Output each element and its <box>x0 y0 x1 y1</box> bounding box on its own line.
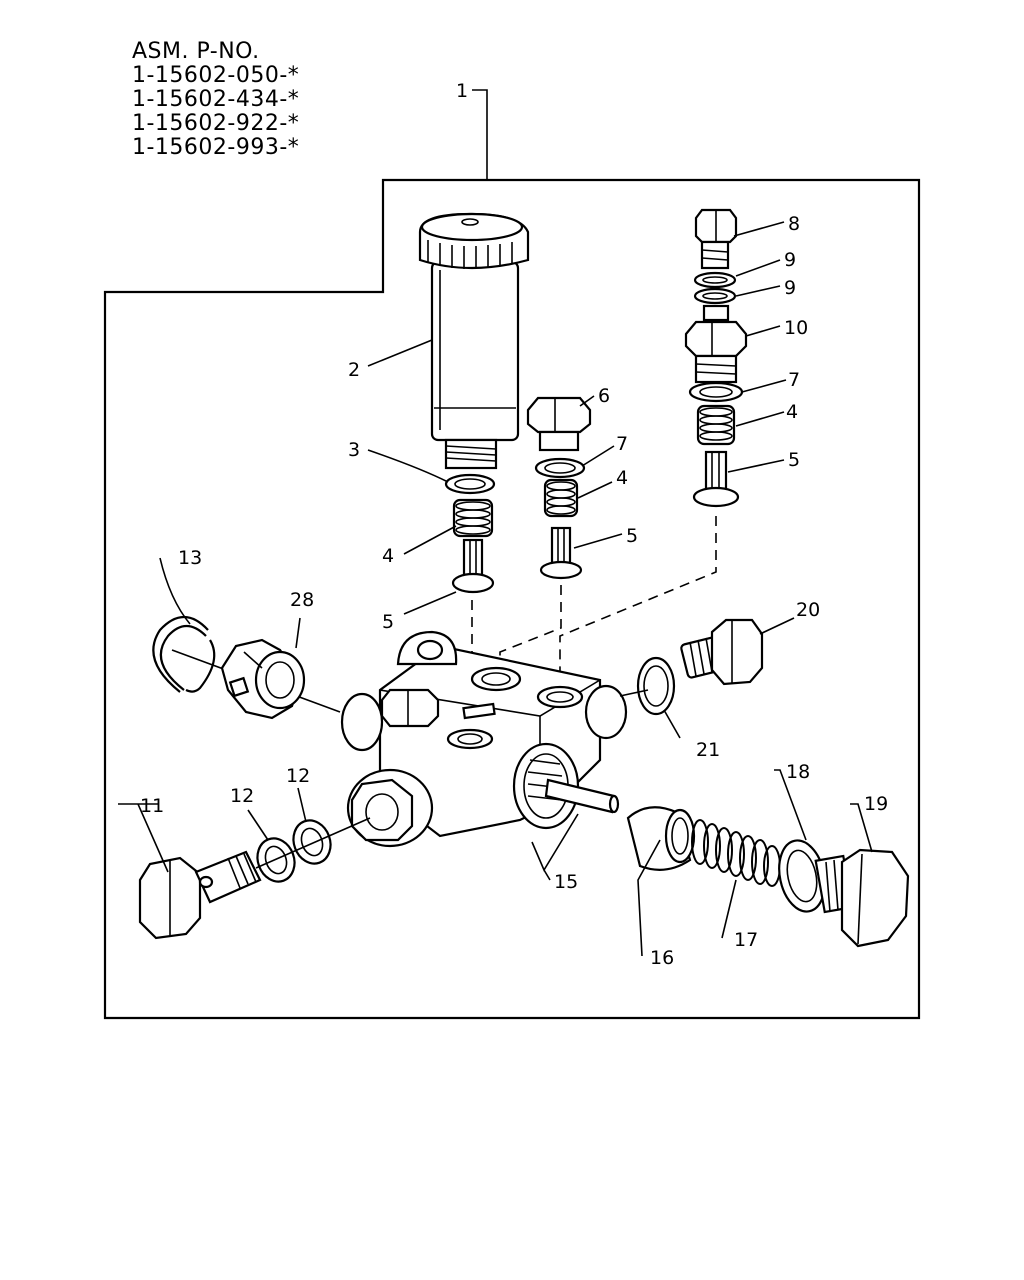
leader-2 <box>367 339 433 367</box>
axis-21 <box>619 689 649 697</box>
leader-16 <box>637 839 661 957</box>
callout-1: 1 <box>456 80 468 102</box>
axis-11 <box>255 817 371 869</box>
leader-11 <box>118 803 169 873</box>
leader-5a <box>403 591 457 615</box>
assembly-part-number-block: ASM. P-NO. 1-15602-050-* 1-15602-434-* 1… <box>132 40 299 160</box>
leader-12b <box>297 787 307 823</box>
leader-21 <box>663 709 681 739</box>
callout-2: 2 <box>348 359 360 381</box>
part-7-washer-middle <box>534 457 586 479</box>
part-10-valve-holder <box>684 304 748 384</box>
leader-5c <box>727 459 785 473</box>
part-8-bolt <box>694 208 738 270</box>
callout-15: 15 <box>554 871 578 893</box>
part-5-check-valve-left <box>451 538 495 594</box>
part-9-washer-upper <box>693 271 737 289</box>
part-19-plug <box>814 848 910 948</box>
callout-17: 17 <box>734 929 758 951</box>
pump-body <box>340 630 628 848</box>
leader-9a <box>735 259 781 277</box>
leader-7b <box>741 379 787 393</box>
callout-18: 18 <box>786 761 810 783</box>
leader-8 <box>733 221 785 237</box>
part-6-plug <box>526 396 592 452</box>
part-5-check-valve-right <box>692 450 740 508</box>
part-9-washer-lower <box>693 287 737 305</box>
part-11-banjo-bolt <box>138 850 262 940</box>
leader-4a <box>403 525 457 555</box>
callout-3: 3 <box>348 439 360 461</box>
callout-12a: 12 <box>230 785 254 807</box>
callout-5a: 5 <box>382 611 394 633</box>
leader-28 <box>295 617 301 649</box>
callout-9a: 9 <box>784 249 796 271</box>
leader-13 <box>159 557 191 625</box>
callout-11: 11 <box>140 795 164 817</box>
leader-17 <box>721 879 737 939</box>
leader-18 <box>774 769 807 841</box>
assembly-frame <box>103 178 921 1020</box>
callout-12b: 12 <box>286 765 310 787</box>
leader-5b <box>573 533 623 549</box>
leader-3 <box>367 449 449 483</box>
part-7-washer-right <box>688 381 744 403</box>
part-number-4: 1-15602-993-* <box>132 135 300 160</box>
callout-20: 20 <box>796 599 820 621</box>
part-16-piston <box>626 806 696 871</box>
part-4-spring-left <box>452 498 494 538</box>
callout-19: 19 <box>864 793 888 815</box>
callout-4b: 4 <box>616 467 628 489</box>
leader-19 <box>850 803 873 853</box>
part-17-spring <box>691 819 781 887</box>
leader-1 <box>472 89 488 180</box>
callout-21: 21 <box>696 739 720 761</box>
part-18-gasket <box>778 839 826 913</box>
callout-13: 13 <box>178 547 202 569</box>
part-15-pin <box>544 778 620 814</box>
assembly-title: ASM. P-NO. <box>132 39 260 64</box>
part-3-washer <box>444 473 496 495</box>
part-21-washer <box>636 656 676 716</box>
part-number-3: 1-15602-922-* <box>132 111 300 136</box>
leader-6 <box>579 395 595 407</box>
part-number-1: 1-15602-050-* <box>132 63 300 88</box>
part-4-spring-right <box>696 404 736 446</box>
part-number-2: 1-15602-434-* <box>132 87 300 112</box>
part-28-strainer <box>220 638 306 720</box>
callout-9b: 9 <box>784 277 796 299</box>
part-20-plug <box>680 618 764 686</box>
callout-4c: 4 <box>786 401 798 423</box>
callout-10: 10 <box>784 317 808 339</box>
callout-5b: 5 <box>626 525 638 547</box>
callout-6: 6 <box>598 385 610 407</box>
leader-12a <box>247 809 269 841</box>
part-5-check-valve-middle <box>539 526 583 580</box>
callout-8: 8 <box>788 213 800 235</box>
leader-20 <box>759 617 795 635</box>
callout-7b: 7 <box>788 369 800 391</box>
callout-28: 28 <box>290 589 314 611</box>
part-2-priming-cup <box>418 212 530 470</box>
callout-16: 16 <box>650 947 674 969</box>
leader-4b <box>577 481 613 499</box>
dash-right <box>559 516 717 690</box>
leader-4c <box>735 411 785 427</box>
callout-4a: 4 <box>382 545 394 567</box>
leader-7a <box>581 445 615 467</box>
part-4-spring-middle <box>543 478 579 518</box>
leader-15 <box>531 813 579 881</box>
leader-10 <box>745 325 781 337</box>
part-13-circlip <box>152 615 216 693</box>
callout-5c: 5 <box>788 449 800 471</box>
callout-7a: 7 <box>616 433 628 455</box>
leader-9b <box>735 285 781 297</box>
